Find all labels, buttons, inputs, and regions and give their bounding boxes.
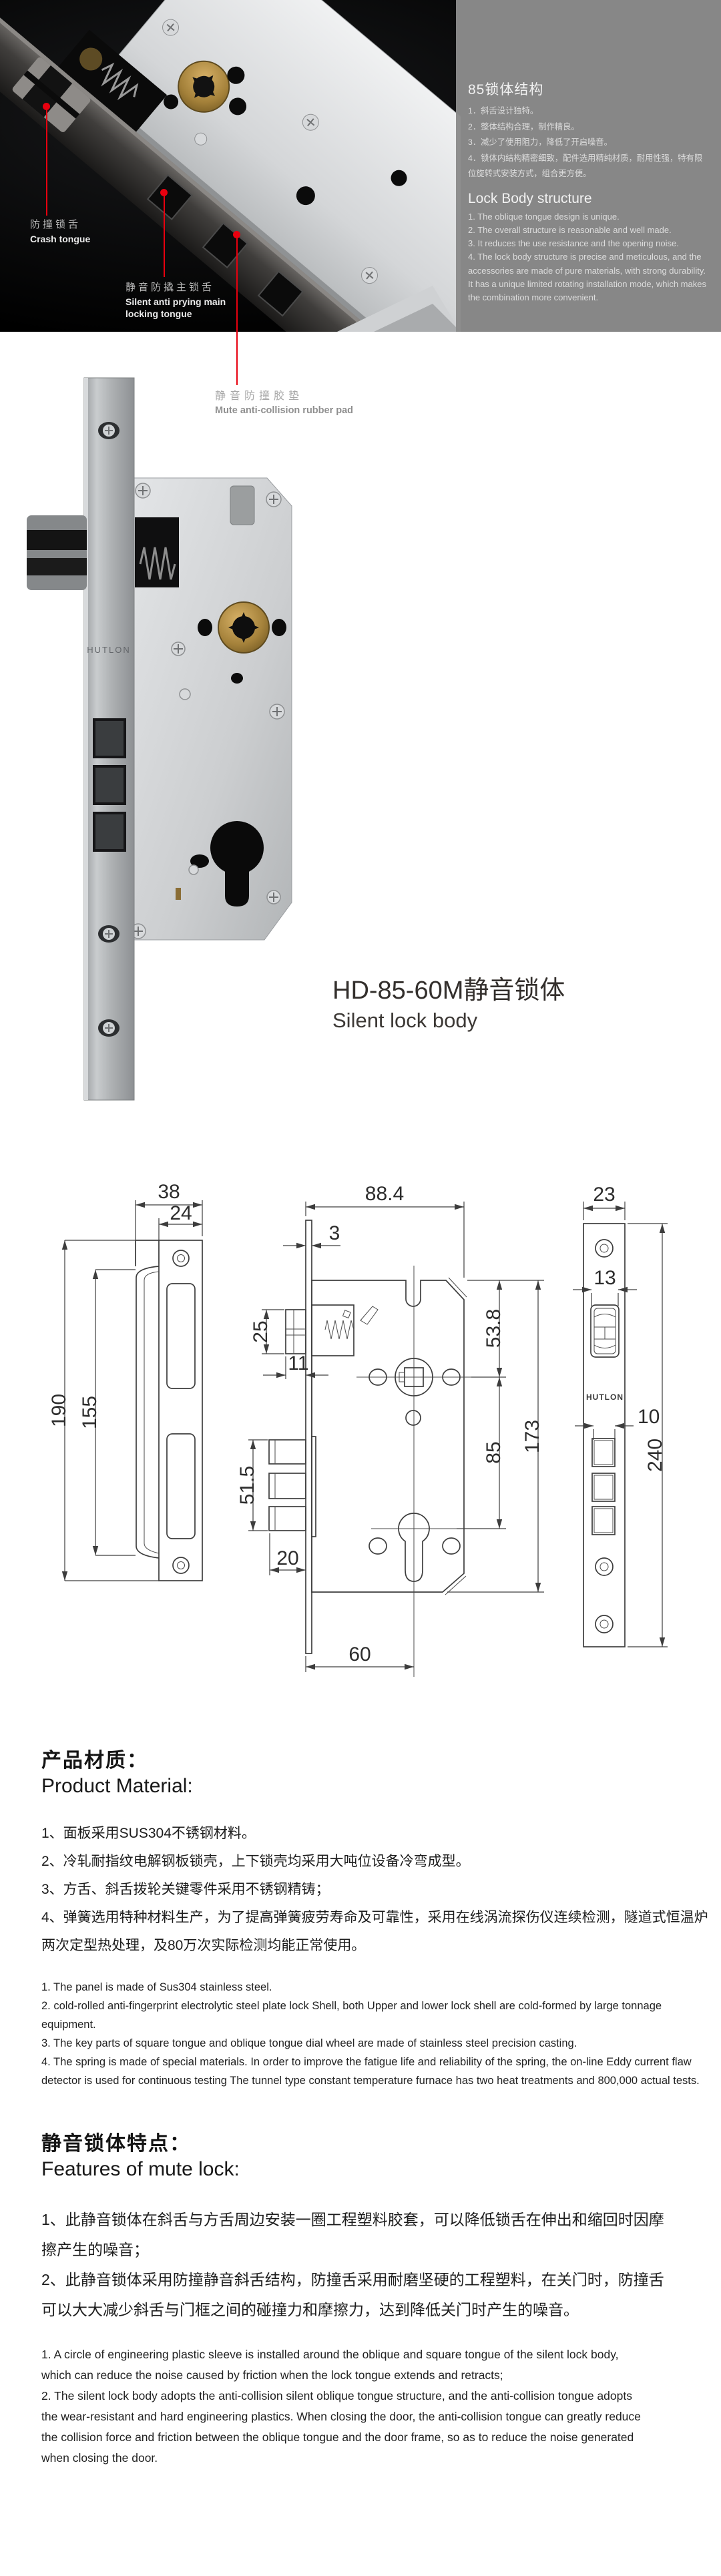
callout-label-cn: 静音防撬主锁舌 xyxy=(126,282,215,293)
hero-photo xyxy=(0,0,461,332)
features-cn-list: 1、此静音锁体在斜舌与方舌周边安装一圈工程塑料胶套，可以降低锁舌在伸出和缩回时因… xyxy=(41,2205,679,2325)
callout-label-en: Silent anti prying main locking tongue xyxy=(126,296,226,319)
panel-cn-item: 3．减少了使用阻力，降低了开启噪音。 xyxy=(468,138,612,147)
material-en-item: 1. The panel is made of Sus304 stainless… xyxy=(41,1981,272,1993)
dim-bolt-width: 10 xyxy=(638,1406,660,1428)
panel-title-en: Lock Body structure xyxy=(468,190,592,206)
callout-label-en: Crash tongue xyxy=(30,234,91,244)
dim-latch-width: 13 xyxy=(593,1267,616,1289)
callout-rubber-pad: 静音防撞胶垫 Mute anti-collision rubber pad xyxy=(215,387,353,417)
panel-en-list: 1. The oblique tongue design is unique. … xyxy=(468,210,708,305)
dim-hub-to-cylinder: 85 xyxy=(483,1441,505,1463)
material-en-item: 3. The key parts of square tongue and ob… xyxy=(41,2037,577,2049)
panel-title-cn: 85锁体结构 xyxy=(468,82,544,97)
brand-logo-drawing: HUTLON xyxy=(586,1392,624,1402)
features-en-list: 1. A circle of engineering plastic sleev… xyxy=(41,2344,646,2469)
dim-plate-width: 23 xyxy=(593,1184,615,1206)
panel-en-item: 3. It reduces the use resistance and the… xyxy=(468,238,679,249)
panel-en-item: 2. The overall structure is reasonable a… xyxy=(468,224,672,235)
material-en-item: 4. The spring is made of special materia… xyxy=(41,2056,700,2087)
brand-logo: HUTLON xyxy=(87,645,130,655)
features-section: 静音锁体特点： Features of mute lock: 1、此静音锁体在斜… xyxy=(41,2127,717,2469)
material-cn-item: 3、方舌、斜舌拨轮关键零件采用不锈钢精铸； xyxy=(41,1882,330,1897)
dim-top-to-hub: 53.8 xyxy=(483,1309,505,1348)
features-en-item: 2. The silent lock body adopts the anti-… xyxy=(41,2389,641,2465)
material-en-list: 1. The panel is made of Sus304 stainless… xyxy=(41,1978,717,2090)
dim-height-lip: 155 xyxy=(79,1396,101,1429)
dim-width-total: 38 xyxy=(158,1181,180,1203)
callout-label-cn: 静音防撞胶垫 xyxy=(215,391,304,402)
dim-latch-depth: 11 xyxy=(288,1352,308,1374)
panel-en-item: 4. The lock body structure is precise an… xyxy=(468,252,706,303)
callout-line xyxy=(164,193,165,277)
material-en-item: 2. cold-rolled anti-fingerprint electrol… xyxy=(41,2000,662,2031)
dim-deadbolt-height: 51.5 xyxy=(236,1466,258,1505)
features-cn-item: 2、此静音锁体采用防撞静音斜舌结构，防撞舌采用耐磨坚硬的工程塑料，在关门时，防撞… xyxy=(41,2271,664,2318)
info-panel: 85锁体结构 1．斜舌设计独特。 2．整体结构合理，制作精良。 3．减少了使用阻… xyxy=(456,0,721,332)
material-cn-item: 1、面板采用SUS304不锈钢材料。 xyxy=(41,1826,256,1841)
callout-dot xyxy=(233,231,240,238)
panel-en-item: 1. The oblique tongue design is unique. xyxy=(468,211,620,222)
drawing-front-view: 88.4 3 25 11 53.8 85 173 51.5 xyxy=(236,1183,544,1677)
hero-section: 85锁体结构 1．斜舌设计独特。 2．整体结构合理，制作精良。 3．减少了使用阻… xyxy=(0,0,721,332)
material-section: 产品材质： Product Material: 1、面板采用SUS304不锈钢材… xyxy=(41,1744,717,2090)
dim-case-height: 173 xyxy=(521,1420,543,1453)
drawing-side-view: HUTLON 23 13 10 240 xyxy=(573,1184,668,1647)
callout-label-en: Mute anti-collision rubber pad xyxy=(215,405,354,416)
product-title: HD-85-60M静音锁体 Silent lock body xyxy=(332,969,565,1033)
technical-drawings: 38 24 190 155 xyxy=(48,1181,668,1677)
product-title-en: Silent lock body xyxy=(332,1009,478,1032)
features-title-en: Features of mute lock: xyxy=(41,2158,240,2180)
product-title-cn: HD-85-60M静音锁体 xyxy=(332,977,565,1005)
dim-case-width: 88.4 xyxy=(365,1183,404,1205)
panel-cn-item: 1．斜舌设计独特。 xyxy=(468,106,539,115)
dim-plate-height: 240 xyxy=(644,1439,666,1472)
product-photo: HUTLON xyxy=(27,377,292,1101)
material-cn-item: 2、冷轧耐指纹电解钢板锁壳，上下锁壳均采用大吨位设备冷弯成型。 xyxy=(41,1854,470,1869)
material-cn-list: 1、面板采用SUS304不锈钢材料。 2、冷轧耐指纹电解钢板锁壳，上下锁壳均采用… xyxy=(41,1820,717,1960)
panel-cn-item: 4．锁体内结构精密细致，配件选用精纯材质，耐用性强，特有限位旋转式安装方式，组合… xyxy=(468,153,703,179)
features-title-cn: 静音锁体特点： xyxy=(41,2133,191,2155)
material-title-cn: 产品材质： xyxy=(41,1750,148,1772)
callout-crash-tongue: 防撞锁舌 Crash tongue xyxy=(30,217,90,245)
features-en-item: 1. A circle of engineering plastic sleev… xyxy=(41,2348,619,2382)
drawing-left-view: 38 24 190 155 xyxy=(48,1181,203,1581)
callout-label-cn: 防撞锁舌 xyxy=(30,219,81,230)
callout-line xyxy=(46,107,47,216)
dim-latch-height: 25 xyxy=(250,1320,272,1342)
dim-faceplate-thickness: 3 xyxy=(329,1222,340,1244)
dim-deadbolt-throw: 20 xyxy=(276,1547,298,1569)
features-cn-item: 1、此静音锁体在斜舌与方舌周边安装一圈工程塑料胶套，可以降低锁舌在伸出和缩回时因… xyxy=(41,2211,664,2258)
material-title-en: Product Material: xyxy=(41,1775,193,1797)
callout-dot xyxy=(43,103,50,110)
panel-cn-item: 2．整体结构合理，制作精良。 xyxy=(468,121,579,132)
dim-backset: 60 xyxy=(348,1643,371,1665)
dim-width-plate: 24 xyxy=(170,1202,192,1224)
material-cn-item: 4、弹簧选用特种材料生产，为了提高弹簧疲劳寿命及可靠性，采用在线涡流探伤仪连续检… xyxy=(41,1910,708,1953)
dim-height-total: 190 xyxy=(48,1394,70,1427)
panel-cn-list: 1．斜舌设计独特。 2．整体结构合理，制作精良。 3．减少了使用阻力，降低了开启… xyxy=(468,103,708,182)
callout-line xyxy=(236,235,238,385)
callout-main-tongue: 静音防撬主锁舌 Silent anti prying main locking … xyxy=(126,280,236,320)
callout-dot xyxy=(160,189,168,196)
